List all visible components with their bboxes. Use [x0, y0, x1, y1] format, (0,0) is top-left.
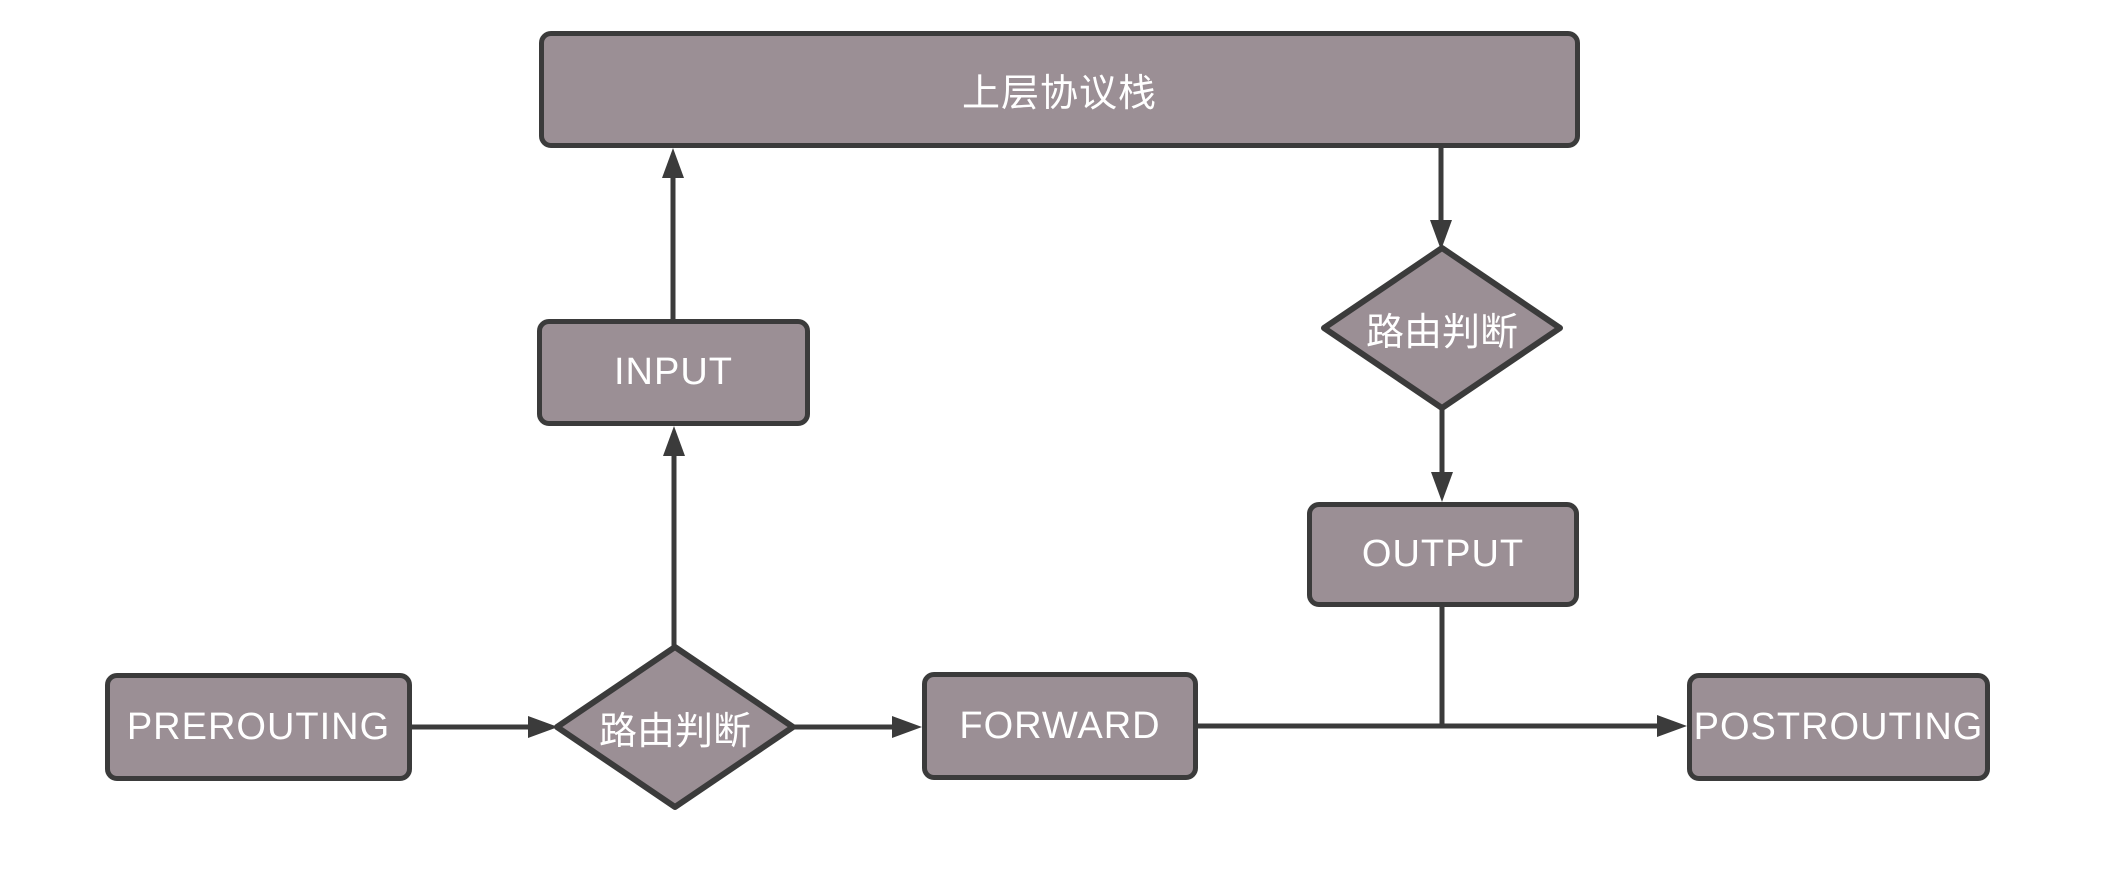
node-route-decision-bottom-label: 路由判断: [598, 710, 751, 753]
node-postrouting: POSTROUTING: [1687, 673, 1990, 781]
node-protocol-stack: 上层协议栈: [539, 31, 1580, 148]
node-output-label: OUTPUT: [1361, 533, 1525, 575]
arrowhead-route-decision-bottom-to-input: [663, 426, 685, 456]
arrowhead-prerouting-to-route-decision-bottom: [528, 716, 558, 738]
node-prerouting: PREROUTING: [105, 673, 412, 781]
node-output: OUTPUT: [1307, 502, 1579, 607]
node-route-decision-top-label: 路由判断: [1365, 311, 1518, 354]
node-protocol-stack-label: 上层协议栈: [961, 73, 1157, 115]
node-input-label: INPUT: [614, 351, 733, 393]
arrowhead-forward-to-postrouting: [1657, 715, 1687, 737]
arrowhead-protocol-stack-to-route-decision-top: [1430, 220, 1452, 250]
node-forward: FORWARD: [922, 672, 1198, 780]
arrowhead-route-decision-top-to-output: [1431, 472, 1453, 502]
node-route-decision-top: 路由判断: [1324, 308, 1560, 354]
route-decision-bottom-diamond: [554, 644, 796, 810]
arrowhead-input-to-protocol-stack: [662, 148, 684, 178]
node-input: INPUT: [537, 319, 810, 426]
route-decision-top-diamond: [1321, 245, 1563, 411]
node-forward-label: FORWARD: [959, 704, 1161, 747]
arrowhead-route-decision-bottom-to-forward: [892, 716, 922, 738]
node-postrouting-label: POSTROUTING: [1693, 705, 1984, 748]
node-route-decision-bottom: 路由判断: [557, 707, 793, 753]
node-prerouting-label: PREROUTING: [126, 705, 391, 748]
